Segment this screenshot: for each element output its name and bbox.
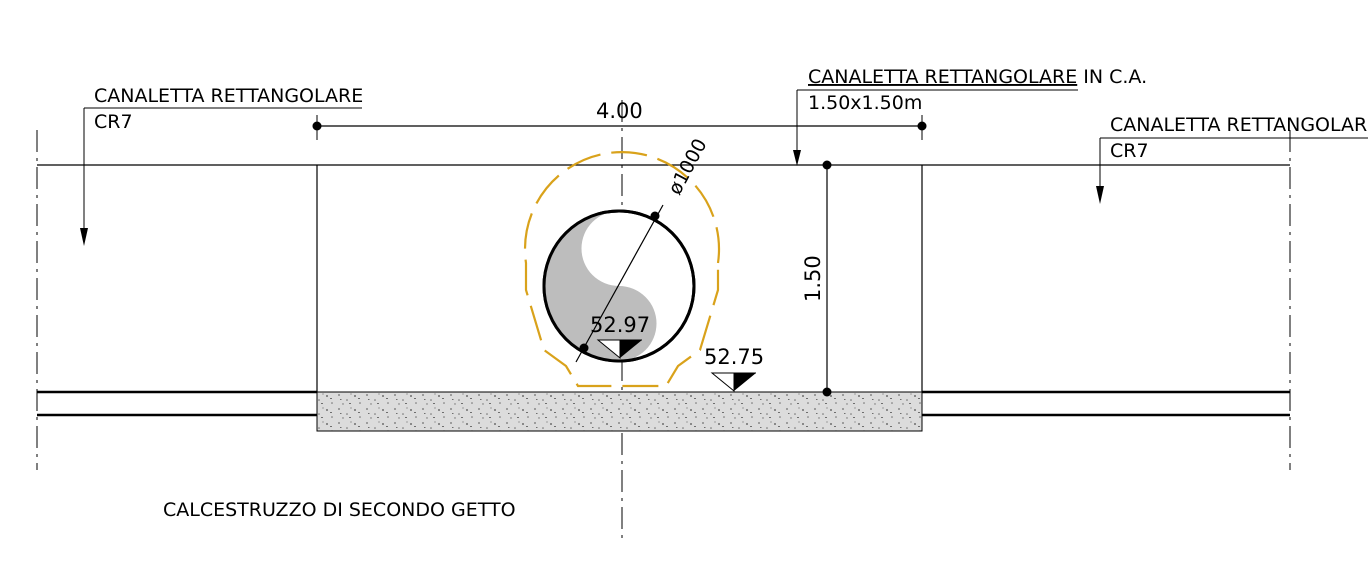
height-dim-dot-bottom [822,387,832,397]
width-dim-dot-left [312,121,322,131]
height-dimension-label: 1.50 [801,255,825,302]
left-note-code: CR7 [94,111,133,133]
center-note-size: 1.50x1.50m [808,92,922,114]
pipe-invert-elevation-marker [596,339,642,360]
pipe-bedding-outline [523,151,721,388]
pipe-invert-elevation: 52.97 [590,313,650,337]
width-dim-dot-right [917,121,927,131]
left-note-title: CANALETTA RETTANGOLARE [94,85,363,107]
concrete-slab [316,391,923,432]
pipe-diameter-dot-top [650,211,660,221]
pipe-diameter-leader [575,204,664,363]
width-dimension-label: 4.00 [596,99,643,123]
pipe-diameter-dot-bottom [579,343,589,353]
height-dim-dot-top [822,160,832,170]
center-note-title: CANALETTA RETTANGOLARE IN C.A. [808,66,1147,88]
center-note-title-suffix: IN C.A. [1077,66,1147,88]
right-note-title: CANALETTA RETTANGOLARE [1110,114,1368,136]
right-note-code: CR7 [1110,140,1149,162]
center-note-arrowhead [793,150,801,166]
pipe [542,209,696,363]
right-note-arrowhead [1096,186,1104,204]
channel-bottom-elevation: 52.75 [704,345,764,369]
left-note-arrowhead [80,228,88,246]
channel-bottom-elevation-marker [710,372,756,393]
bottom-note: CALCESTRUZZO DI SECONDO GETTO [163,499,516,521]
center-note-title-main: CANALETTA RETTANGOLARE [808,66,1077,88]
